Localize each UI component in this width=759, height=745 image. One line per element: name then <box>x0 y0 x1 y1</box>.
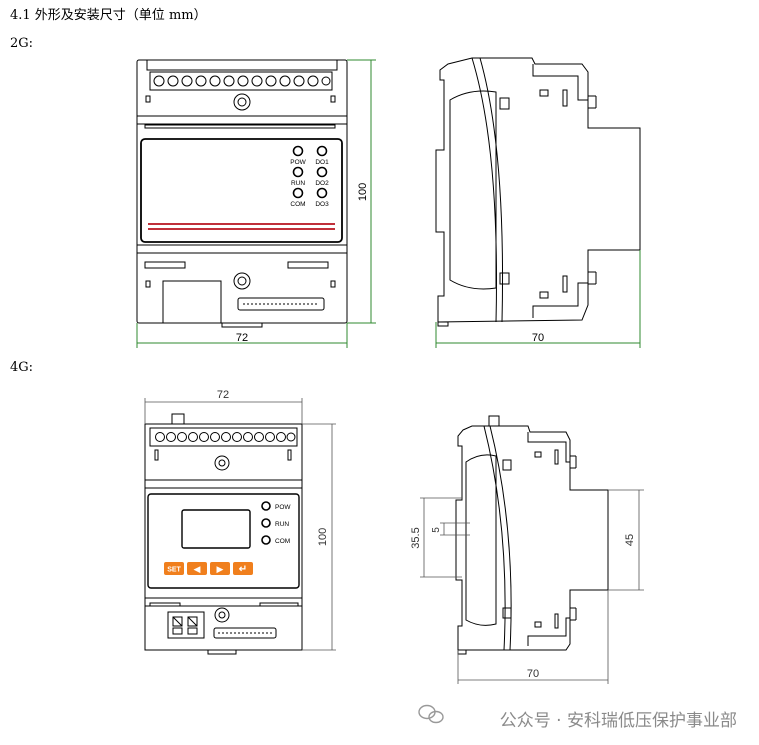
wechat-icon <box>418 704 444 724</box>
section-title: 4.1 外形及安装尺寸（单位 mm） <box>10 8 207 23</box>
led-label-pow-4g: POW <box>275 504 291 511</box>
terminal-screws-top-2g <box>153 75 331 87</box>
left-arrow-icon: ◀ <box>194 564 201 574</box>
led-group-4g: POW RUN COM <box>261 501 291 545</box>
dimensions-2g-front <box>136 59 376 348</box>
dimensions-4g-front <box>144 398 336 651</box>
side-view-4g <box>455 415 609 655</box>
rail-dim-45: 45 <box>624 534 636 546</box>
set-button-label: SET <box>167 567 181 574</box>
enter-button[interactable] <box>233 562 253 575</box>
led-label-com: COM <box>290 201 305 208</box>
led-label-run-4g: RUN <box>275 521 289 528</box>
rail-dim-5: 5 <box>431 527 442 533</box>
height-dim-2g: 100 <box>357 183 369 201</box>
led-label-com-4g: COM <box>275 538 290 545</box>
depth-dim-2g: 70 <box>532 332 544 344</box>
depth-dim-4g: 70 <box>527 668 539 680</box>
set-button[interactable] <box>164 562 184 575</box>
terminal-screws-top-4g <box>155 432 296 442</box>
led-label-pow: POW <box>290 159 306 166</box>
width-dim-4g: 72 <box>217 389 229 401</box>
dimensions-4g-side <box>420 489 644 684</box>
right-button[interactable] <box>210 562 230 575</box>
rail-dim-35-5: 35.5 <box>410 527 422 548</box>
height-dim-4g: 100 <box>317 528 329 546</box>
side-view-2g <box>435 57 641 327</box>
right-arrow-icon: ▶ <box>217 564 224 574</box>
watermark: 公众号 · 安科瑞低压保护事业部 <box>499 711 737 731</box>
led-label-do2: DO2 <box>315 180 329 187</box>
led-label-do3: DO3 <box>315 201 329 208</box>
button-row-4g: SET ◀ ▶ ↵ <box>164 562 253 575</box>
dimensions-2g-side <box>435 250 641 348</box>
left-button[interactable] <box>187 562 207 575</box>
front-view-4g <box>144 413 303 655</box>
led-label-run: RUN <box>291 180 305 187</box>
model-label-2g: 2G: <box>10 36 34 51</box>
width-dim-2g: 72 <box>236 332 248 344</box>
led-group-2g: POW DO1 RUN DO2 COM DO3 <box>290 145 329 208</box>
led-label-do1: DO1 <box>315 159 329 166</box>
model-label-4g: 4G: <box>10 360 34 375</box>
front-view-2g <box>136 59 348 328</box>
enter-icon: ↵ <box>239 564 247 575</box>
